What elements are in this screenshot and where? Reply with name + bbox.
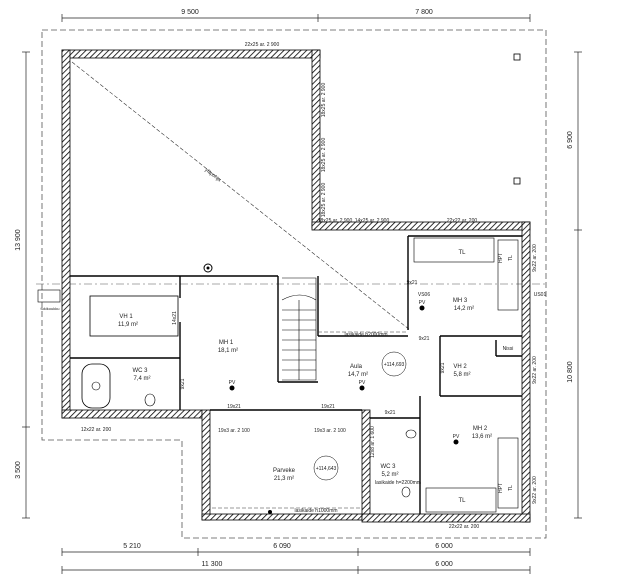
railing1-label: lasikaide h2000mm xyxy=(344,332,387,338)
interior-walls xyxy=(70,235,522,514)
us01-label: US01 xyxy=(534,292,547,298)
tl-bottom: TL xyxy=(458,498,466,504)
wc-toilet xyxy=(401,486,411,498)
dim-right-2: 10 800 xyxy=(567,361,574,383)
exterior-walls xyxy=(61,49,531,523)
pv-1: PV xyxy=(229,380,236,386)
nissi-label: Nissi xyxy=(503,346,514,352)
door-9x21-a: 9x21 xyxy=(419,336,430,342)
dim-right-1: 6 900 xyxy=(567,131,574,149)
room-mh2-name: MH 2 xyxy=(473,426,488,432)
toilet xyxy=(144,393,156,407)
beam-h2-label: 14x25 ar. 2 900 xyxy=(355,218,390,224)
wc-sink xyxy=(405,429,417,439)
door-19x21-b: 19x21 xyxy=(321,404,335,410)
dimension-left xyxy=(22,51,30,519)
pv-3: PV xyxy=(419,300,426,306)
window-c: 12x8 ar. 1 600 xyxy=(370,426,376,458)
room-parveke-area: 21,3 m² xyxy=(274,476,294,482)
door-9x21-e: 9x21 xyxy=(180,378,186,389)
room-wc3-name: WC 3 xyxy=(133,368,149,374)
room-wc3b-name: WC 3 xyxy=(381,464,397,470)
room-parveke-name: Parveke xyxy=(273,468,296,474)
door-19x21-a: 19x21 xyxy=(227,404,241,410)
railing2-label: lasikaide h1000mm xyxy=(294,508,337,514)
room-mh3-area: 14,2 m² xyxy=(454,306,474,312)
dim-bottom-1: 5 210 xyxy=(123,543,141,550)
dim-top-2: 7 800 xyxy=(415,9,433,16)
door-9x21-d: 9x21 xyxy=(385,410,396,416)
markers xyxy=(37,53,521,514)
dim-bottom-3: 6 000 xyxy=(435,543,453,550)
open-void-diagonal xyxy=(71,61,411,331)
roof-outline xyxy=(41,29,547,539)
staircase xyxy=(281,277,317,381)
room-aula-area: 14,7 m² xyxy=(348,372,368,378)
closet-bottom xyxy=(425,487,497,513)
room-vh2-name: VH 2 xyxy=(453,364,467,370)
room-vh1-name: VH 1 xyxy=(119,314,133,320)
railing3-label: lasikaide h=2200mm xyxy=(375,480,421,486)
beam-v2-label: 18x25 ar. 2 900 xyxy=(321,138,327,173)
room-mh2-area: 13,6 m² xyxy=(472,434,492,440)
room-aula-name: Aula xyxy=(350,364,363,370)
dim-bottom-5: 6 000 xyxy=(435,561,453,568)
closet-right xyxy=(497,239,519,311)
sauna-box xyxy=(89,295,179,337)
void-label: yläpohja xyxy=(203,167,222,183)
beam-top-label: 22x25 ar. 2 900 xyxy=(245,42,280,48)
dimension-top xyxy=(61,14,531,22)
room-vh1-area: 11,9 m² xyxy=(118,322,138,328)
room-mh1-area: 18,1 m² xyxy=(218,348,238,354)
dim-left-1: 13 900 xyxy=(15,229,22,251)
dim-left-2: 3 500 xyxy=(15,461,22,479)
beam-right-top-label: 22x22 ar. 200 xyxy=(447,218,478,224)
room-vh2-area: 5,8 m² xyxy=(453,372,470,378)
beam-bottom-right-label: 22x22 ar. 200 xyxy=(449,524,480,530)
room-wc3b-area: 5,2 m² xyxy=(381,472,398,478)
dim-bottom-4: 11 300 xyxy=(202,561,223,568)
vs06-label: VS06 xyxy=(418,292,430,298)
window-r3: 9x22 ar. 200 xyxy=(532,476,538,504)
closet-top xyxy=(413,237,495,263)
tl-top: TL xyxy=(458,250,466,256)
hpt-top: HPT xyxy=(498,253,504,263)
room-mh3-name: MH 3 xyxy=(453,298,468,304)
closet-right-2 xyxy=(497,437,519,509)
beam-v3-label: 18x25 ar. 2 900 xyxy=(321,183,327,218)
dim-bottom-2: 6 090 xyxy=(273,543,291,550)
pv-4: PV xyxy=(453,434,460,440)
window-b: 19x3 ar. 2 100 xyxy=(314,428,346,434)
dim-top-1: 9 500 xyxy=(181,9,199,16)
chimney-marker xyxy=(203,263,213,273)
beam-v1-label: 18x25 ar. 2 900 xyxy=(321,83,327,118)
door-9x21-c: 9x21 xyxy=(440,362,446,373)
tl-side-top: TL xyxy=(508,255,514,261)
beam-bottom-left-label: 12x22 ar. 200 xyxy=(81,427,112,433)
hpt-bottom: HPT xyxy=(498,483,504,493)
level-aula: +114,693 xyxy=(384,362,405,368)
window-r1: 9x22 ar. 200 xyxy=(532,244,538,272)
window-a: 19x3 ar. 2 100 xyxy=(218,428,250,434)
fixed-label: tukikoukku xyxy=(41,306,60,311)
window-r2: 9x22 ar. 200 xyxy=(532,356,538,384)
dimension-bottom xyxy=(61,548,531,574)
dimension-right xyxy=(574,51,582,519)
room-wc3-area: 7,4 m² xyxy=(133,376,150,382)
tl-side-bottom: TL xyxy=(508,485,514,491)
pv-2: PV xyxy=(359,380,366,386)
door-14x21: 14x21 xyxy=(172,311,178,325)
level-parveke: +114,643 xyxy=(316,466,337,472)
bathtub xyxy=(81,363,111,409)
beam-h1-label: 18x25 ar. 2 900 xyxy=(318,218,353,224)
door-9x21-b: 9x21 xyxy=(407,280,418,286)
room-mh1-name: MH 1 xyxy=(219,340,234,346)
